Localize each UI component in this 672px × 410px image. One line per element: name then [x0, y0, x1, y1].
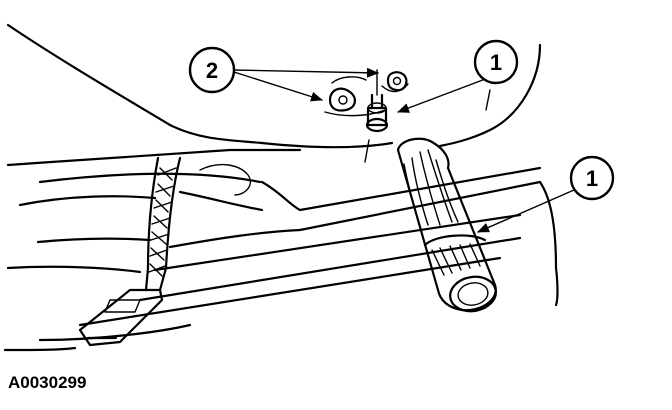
callout-badge-2: 2: [188, 46, 236, 94]
callout-1-leader-to-shaft: [397, 77, 489, 113]
door-trim-panel: [3, 23, 559, 352]
callout-number: 1: [490, 50, 502, 75]
callout-2-leader-to-lower-clip: [233, 71, 323, 102]
window-crank-handle: [396, 137, 497, 313]
handle-shaft: [364, 69, 389, 163]
callout-2-leader-to-upper-clip: [233, 67, 379, 78]
callout-badge-1-upper: 1: [473, 39, 519, 85]
callout-badge-1-lower: 1: [569, 155, 615, 201]
callout-number: 2: [206, 58, 218, 83]
seat-belt-webbing: [78, 156, 182, 347]
callout-1-leader-to-handle: [477, 189, 575, 233]
callout-number: 1: [586, 166, 598, 191]
retaining-clip-pair: [324, 71, 409, 117]
callout-leaders: [233, 67, 575, 233]
figure-id-label: A0030299: [8, 373, 87, 392]
